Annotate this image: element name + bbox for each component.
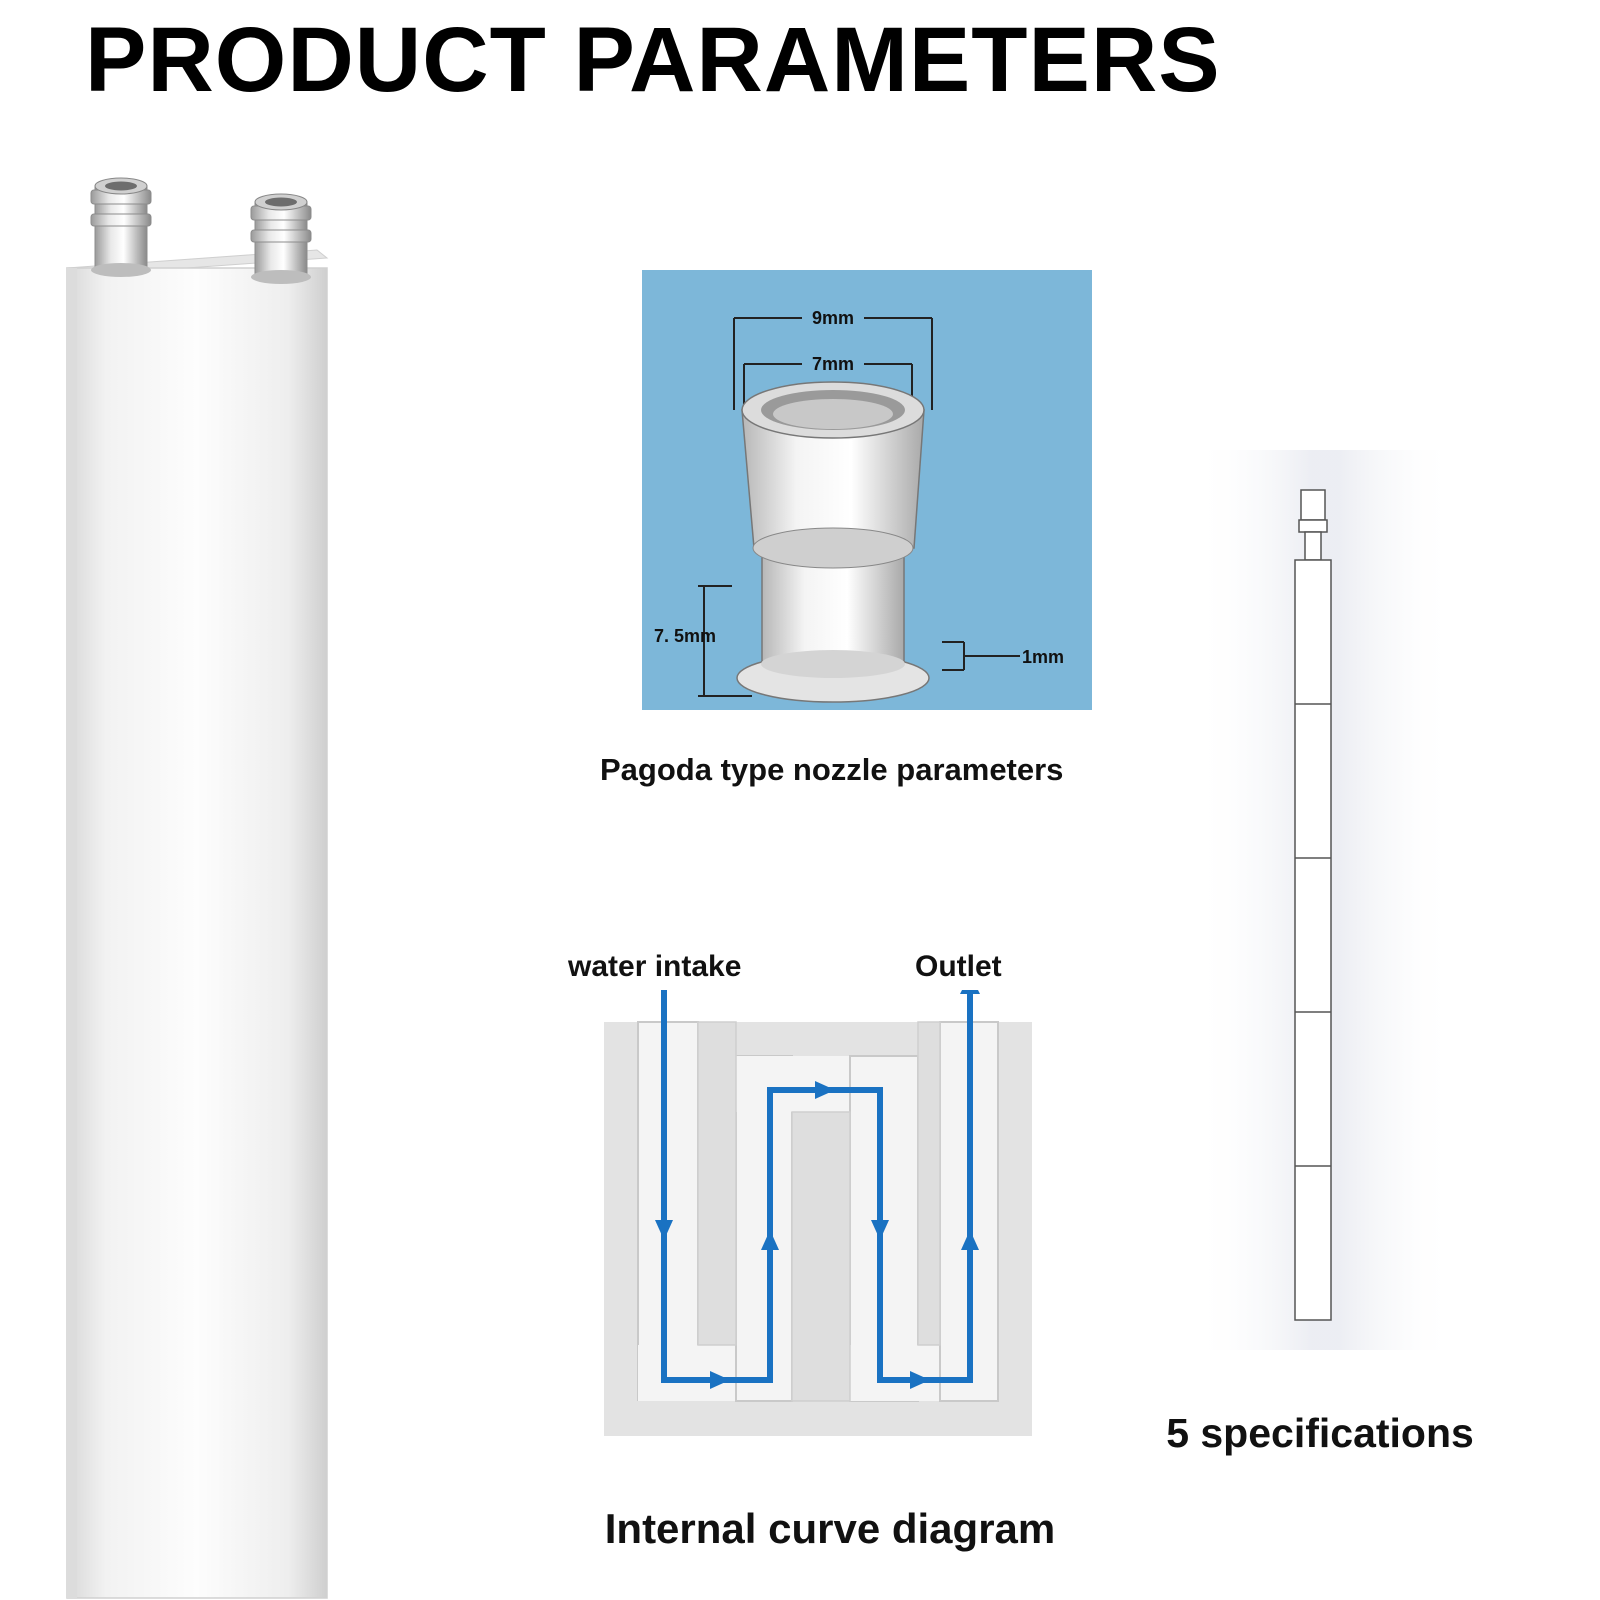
dim-inner: 7mm (812, 354, 854, 374)
nozzle-diagram: 9mm 7mm 7. 5mm 1mm (642, 270, 1092, 710)
arrow-right-3 (910, 1371, 930, 1389)
arrow-up-1 (761, 1230, 779, 1250)
curve-caption: Internal curve diagram (604, 1505, 1056, 1552)
arrow-down-2 (871, 1220, 889, 1240)
arrow-down-1 (655, 1220, 673, 1240)
dim-flange: 1mm (1022, 647, 1064, 667)
outlet-label: Outlet (915, 950, 1002, 983)
internal-curve-diagram (604, 990, 1032, 1436)
arrow-right-2 (815, 1081, 835, 1099)
intake-label: water intake (568, 950, 742, 983)
arrow-right-1 (710, 1371, 730, 1389)
arrow-up-2 (961, 1230, 979, 1250)
specifications-caption: 5 specifications (1166, 1410, 1474, 1456)
dim-height: 7. 5mm (654, 626, 716, 646)
page-title: PRODUCT PARAMETERS (85, 9, 1221, 111)
water-block-image (65, 177, 329, 1599)
specifications-diagram (1195, 450, 1455, 1350)
inlet-pipe (90, 177, 152, 277)
nozzle-caption: Pagoda type nozzle parameters (600, 752, 1064, 787)
dim-outer: 9mm (812, 308, 854, 328)
outlet-pipe (250, 193, 312, 284)
